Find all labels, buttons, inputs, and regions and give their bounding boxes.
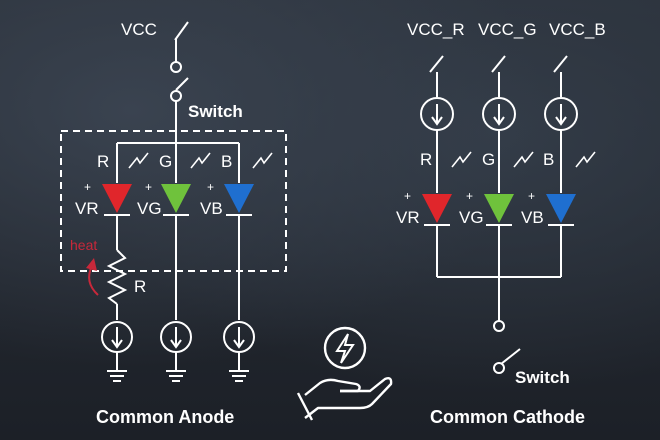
switch-label: Switch bbox=[188, 102, 243, 121]
red-led-icon bbox=[102, 184, 132, 213]
switch-symbol bbox=[493, 320, 521, 374]
green-channel-label: G bbox=[159, 152, 172, 171]
vcc-label: VCC bbox=[121, 20, 157, 39]
green-led-icon bbox=[161, 184, 191, 213]
resistor-symbol bbox=[106, 249, 128, 305]
red-channel-label: R bbox=[97, 152, 109, 171]
red-channel-label: R bbox=[420, 150, 432, 169]
vr-plus-sign: + bbox=[84, 180, 91, 194]
switch-label: Switch bbox=[515, 368, 570, 387]
green-led-icon bbox=[484, 194, 514, 223]
vg-plus-sign: + bbox=[466, 189, 473, 203]
current-source-icon bbox=[101, 321, 255, 353]
vr-plus-sign: + bbox=[404, 189, 411, 203]
channel-switches bbox=[429, 55, 568, 97]
common-cathode-circuit: VCC_R VCC_G VCC_B R G B bbox=[396, 20, 606, 427]
heat-label: heat bbox=[70, 237, 97, 253]
vb-label: VB bbox=[521, 208, 544, 227]
vg-plus-sign: + bbox=[145, 180, 152, 194]
resistor-label: R bbox=[134, 277, 146, 296]
blue-led-icon bbox=[224, 184, 254, 213]
energy-hand-icon bbox=[296, 326, 393, 421]
common-anode-caption: Common Anode bbox=[96, 407, 234, 427]
current-source-icon bbox=[420, 97, 578, 131]
vb-plus-sign: + bbox=[207, 180, 214, 194]
heat-arrow-icon bbox=[86, 258, 99, 296]
blue-channel-label: B bbox=[221, 152, 232, 171]
blue-led-icon bbox=[546, 194, 576, 223]
vr-label: VR bbox=[396, 208, 420, 227]
vcc-g-label: VCC_G bbox=[478, 20, 537, 39]
red-led-icon bbox=[422, 194, 452, 223]
light-emission-arrows-icon bbox=[128, 152, 273, 169]
common-cathode-caption: Common Cathode bbox=[430, 407, 585, 427]
lightning-bolt-icon bbox=[335, 333, 355, 364]
vg-label: VG bbox=[137, 199, 162, 218]
ground-icon bbox=[107, 370, 249, 382]
vb-plus-sign: + bbox=[528, 189, 535, 203]
green-channel-label: G bbox=[482, 150, 495, 169]
vcc-r-label: VCC_R bbox=[407, 20, 465, 39]
blue-channel-label: B bbox=[543, 150, 554, 169]
vg-label: VG bbox=[459, 208, 484, 227]
vcc-b-label: VCC_B bbox=[549, 20, 606, 39]
light-emission-arrows-icon bbox=[451, 151, 596, 168]
common-anode-circuit: VCC Switch R G B bbox=[60, 20, 287, 427]
switch-symbol bbox=[170, 21, 189, 130]
vb-label: VB bbox=[200, 199, 223, 218]
led-package-outline bbox=[60, 130, 287, 272]
vr-label: VR bbox=[75, 199, 99, 218]
